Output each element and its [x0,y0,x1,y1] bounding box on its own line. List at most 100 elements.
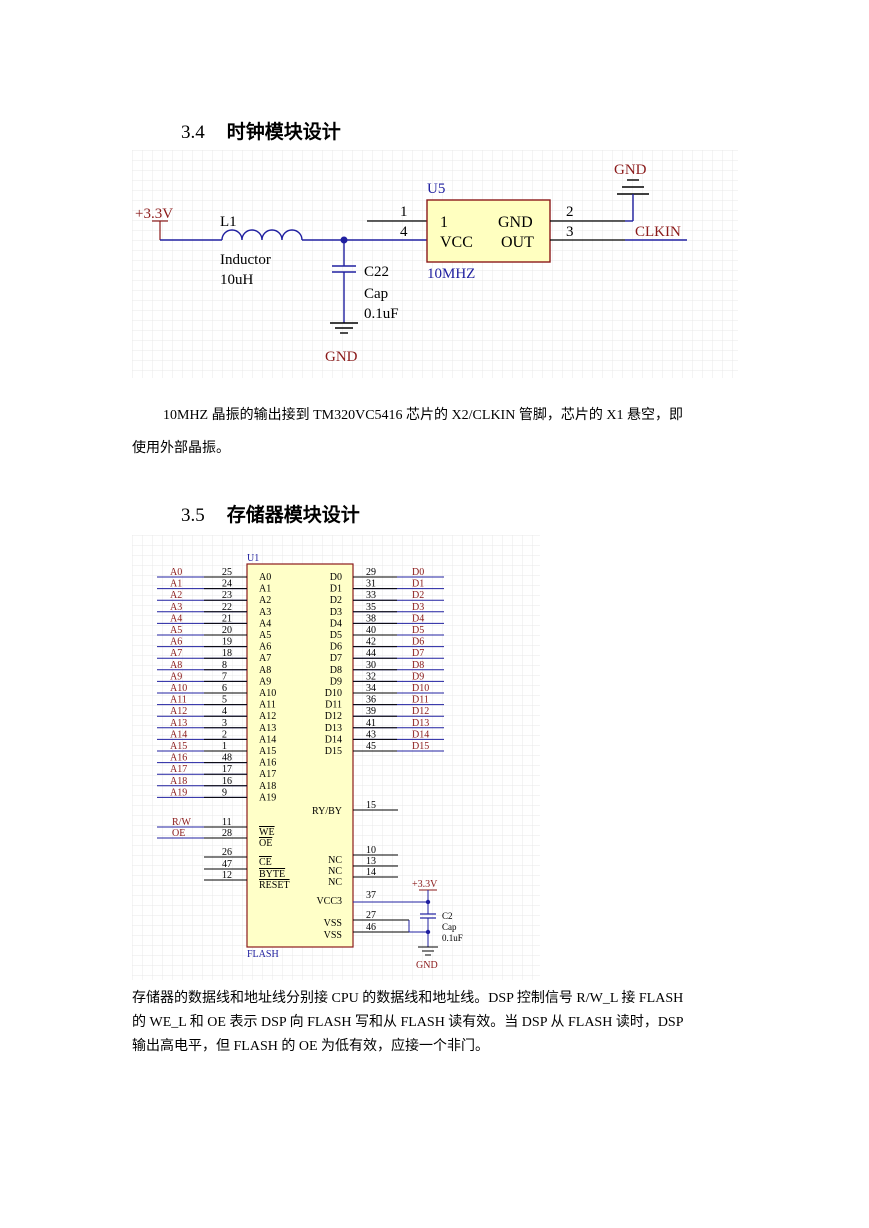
section-number: 3.4 [181,122,205,143]
data-pin-name: D10 [325,688,342,699]
address-pin-number: 24 [222,579,232,590]
data-net-label: D8 [412,660,424,671]
address-pin-name: A17 [259,769,276,780]
data-pin-name: D12 [325,711,342,722]
nc-pin-number: 14 [366,867,376,878]
data-net-label: D14 [412,729,429,740]
address-pin-name: A6 [259,642,271,653]
chip-value: 10MHZ [427,266,475,282]
data-pin-number: 38 [366,613,376,624]
address-pin-name: A0 [259,572,271,583]
address-net-label: A13 [170,718,187,729]
address-net-label: A8 [170,660,182,671]
vss-pin-name: VSS [324,930,342,941]
address-pin-number: 20 [222,625,232,636]
nc-pin-name: NC [328,877,342,888]
address-net-label: A14 [170,729,187,740]
ryby-pin-number: 15 [366,800,376,811]
chip-pin-name: 1 [440,214,448,231]
vss-pin-number: 27 [366,910,376,921]
control-net-label: OE [172,828,185,839]
top-gnd-label: GND [614,162,647,178]
data-pin-number: 34 [366,683,376,694]
address-net-label: A10 [170,683,187,694]
address-pin-name: A9 [259,676,271,687]
address-pin-number: 18 [222,648,232,659]
address-pin-name: A8 [259,665,271,676]
paragraph: 10MHZ 晶振的输出接到 TM320VC5416 芯片的 X2/CLKIN 管… [163,408,683,423]
chip-pin-name: OUT [501,234,534,251]
address-net-label: A12 [170,706,187,717]
address-pin-name: A7 [259,653,271,664]
data-pin-number: 32 [366,671,376,682]
inductor-name: Inductor [220,252,271,268]
address-pin-name: A13 [259,723,276,734]
address-net-label: A1 [170,579,182,590]
address-net-label: A5 [170,625,182,636]
cap-name: Cap [364,286,388,302]
gnd-label: GND [325,349,358,365]
control-pin-name: RESET [259,880,290,891]
data-pin-number: 35 [366,602,376,613]
vss-pin-name: VSS [324,918,342,929]
data-net-label: D12 [412,706,429,717]
clock-schematic: +3.3V L1 Inductor 10uH C22 Cap 0.1uF GND… [132,150,738,378]
chip-pin-name: VCC [440,234,473,251]
data-pin-name: D1 [330,584,342,595]
data-pin-number: 45 [366,741,376,752]
address-pin-number: 4 [222,706,227,717]
data-pin-name: D2 [330,595,342,606]
data-net-label: D7 [412,648,424,659]
pin-number: 4 [400,224,408,240]
cap-name: Cap [442,922,457,932]
address-net-label: A2 [170,590,182,601]
data-pin-number: 36 [366,695,376,706]
data-pin-name: D9 [330,676,342,687]
data-net-label: D11 [412,695,429,706]
address-pin-number: 9 [222,787,227,798]
control-net-label: R/W [172,817,191,828]
cap-ref: C2 [442,911,453,921]
data-pin-name: D5 [330,630,342,641]
data-pin-number: 40 [366,625,376,636]
nc-pin-name: NC [328,866,342,877]
address-net-label: A19 [170,787,187,798]
data-pin-name: D0 [330,572,342,583]
control-pin-number: 26 [222,847,232,858]
data-pin-name: D11 [325,700,342,711]
address-net-label: A7 [170,648,182,659]
address-pin-number: 17 [222,764,232,775]
address-pin-name: A14 [259,734,276,745]
address-pin-number: 3 [222,718,227,729]
control-pin-number: 47 [222,859,232,870]
address-pin-name: A19 [259,792,276,803]
address-net-label: A18 [170,776,187,787]
inductor-symbol [221,229,303,241]
data-net-label: D3 [412,602,424,613]
address-net-label: A11 [170,695,187,706]
data-net-label: D6 [412,637,424,648]
address-pin-number: 2 [222,729,227,740]
data-pin-name: D14 [325,734,342,745]
address-net-label: A17 [170,764,187,775]
paragraph: 输出高电平，但 FLASH 的 OE 为低有效，应接一个非门。 [132,1039,490,1054]
output-net-label: CLKIN [635,224,681,240]
control-pin-name: BYTE [259,869,285,880]
data-net-label: D0 [412,567,424,578]
address-pin-name: A3 [259,607,271,618]
data-net-label: D2 [412,590,424,601]
address-pin-number: 8 [222,660,227,671]
data-pin-number: 41 [366,718,376,729]
nc-pin-name: NC [328,855,342,866]
pin-number: 1 [400,204,408,220]
data-pin-number: 29 [366,567,376,578]
control-pin-name: CE [259,857,272,868]
control-pin-number: 12 [222,870,232,881]
data-pin-name: D8 [330,665,342,676]
vcc-pin-number: 37 [366,890,376,901]
address-pin-name: A12 [259,711,276,722]
data-pin-name: D4 [330,618,342,629]
address-pin-name: A16 [259,758,276,769]
data-pin-number: 43 [366,729,376,740]
